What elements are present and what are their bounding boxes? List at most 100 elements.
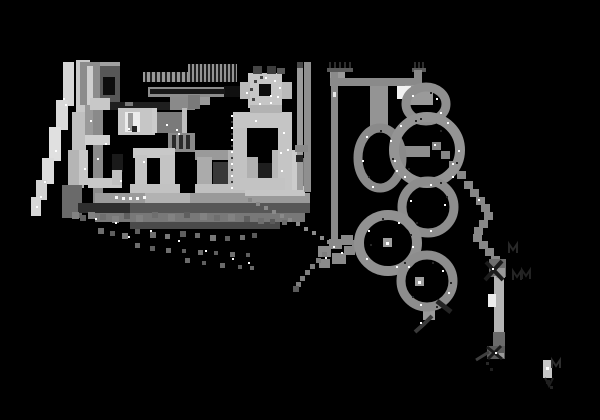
scene-dot — [214, 215, 220, 221]
scene-rect — [234, 64, 236, 82]
scene-dot — [214, 251, 218, 255]
scene-dot — [220, 89, 225, 94]
scene-rect — [130, 222, 280, 229]
scene-dot — [546, 380, 550, 384]
scene-rect — [155, 72, 157, 82]
scene-dot — [322, 252, 327, 257]
scene-dot — [416, 222, 418, 224]
scene-rect — [318, 246, 331, 257]
scene-dot — [122, 233, 128, 239]
scene-rect — [484, 212, 493, 220]
scene-rect — [90, 98, 110, 110]
scene-dot — [88, 212, 95, 219]
scene-dot — [200, 89, 205, 94]
scene-rect — [422, 62, 424, 68]
scene-line — [521, 266, 531, 279]
scene-rect — [87, 66, 93, 106]
scene-dot — [150, 230, 152, 232]
scene-dot — [150, 246, 155, 251]
scene-rect — [182, 108, 187, 133]
scene-dot — [550, 386, 553, 389]
scene-dot — [220, 263, 225, 268]
scene-dot — [120, 180, 122, 182]
scene-dot — [184, 212, 190, 218]
scene-dot — [250, 266, 254, 270]
scene-dot — [310, 264, 315, 269]
scene-dot — [386, 242, 389, 245]
scene-rect — [206, 64, 208, 82]
scene-rect — [222, 64, 224, 82]
scene-dot — [246, 92, 248, 94]
scene-dot — [190, 89, 195, 94]
scene-rect — [474, 227, 483, 235]
scene-rect — [233, 112, 292, 128]
scene-rect — [329, 239, 342, 249]
scene-dot — [272, 210, 276, 214]
scene-rect — [150, 72, 152, 82]
scene-dot — [110, 231, 115, 236]
scene-rect — [267, 66, 276, 74]
scene-dot — [440, 130, 442, 132]
scene-dot — [231, 133, 233, 135]
scene-dot — [394, 160, 396, 162]
scene-rect — [112, 170, 122, 185]
scene-dot — [420, 304, 422, 306]
scene-dot — [150, 232, 156, 238]
scene-dot — [231, 115, 233, 117]
scene-line — [413, 314, 434, 334]
scene-dot — [341, 252, 343, 254]
scene-rect — [195, 184, 245, 193]
scene-dot — [185, 89, 190, 94]
scene-dot — [136, 197, 139, 200]
scene-rect — [282, 82, 292, 99]
scene-dot — [166, 124, 168, 126]
scene-dot — [486, 362, 489, 365]
scene-rect — [226, 64, 228, 82]
scene-rect — [36, 180, 47, 200]
scene-rect — [110, 102, 172, 110]
scene-dot — [210, 235, 216, 241]
scene-dot — [420, 322, 422, 324]
scene-rect — [198, 64, 200, 82]
scene-dot — [180, 89, 185, 94]
scene-rect — [130, 184, 180, 193]
scene-rect — [179, 135, 183, 149]
scene-dot — [259, 103, 261, 105]
scene-rect — [370, 86, 388, 130]
scene-line — [435, 299, 453, 314]
scene-rect — [188, 64, 237, 82]
scene-dot — [231, 139, 233, 141]
scene-dot — [368, 176, 370, 178]
scene-dot — [230, 252, 235, 257]
scene-dot — [248, 262, 250, 264]
scene-dot — [288, 218, 292, 222]
scene-dot — [231, 121, 233, 123]
scene-dot — [238, 265, 242, 269]
scene-dot — [128, 236, 130, 238]
scene-dot — [248, 198, 252, 202]
scene-dot — [210, 89, 215, 94]
scene-dot — [105, 143, 107, 145]
scene-dot — [368, 230, 370, 232]
scene-dot — [231, 169, 233, 171]
scene-rect — [170, 72, 172, 82]
scene-dot — [168, 214, 175, 221]
scene-rect — [125, 102, 133, 106]
scene-rect — [172, 135, 176, 149]
scene-ring — [354, 210, 422, 276]
scene-rect — [297, 62, 303, 190]
scene-dot — [95, 218, 97, 220]
scene-line — [486, 344, 503, 361]
scene-dot — [434, 144, 436, 146]
scene-dot — [270, 102, 272, 104]
scene-dot — [44, 181, 46, 183]
scene-dot — [165, 89, 170, 94]
scene-rect — [441, 151, 450, 159]
scene-dot — [122, 197, 125, 200]
scene-rect — [214, 64, 216, 82]
scene-dot — [270, 219, 275, 224]
scene-dot — [195, 233, 200, 238]
scene-rect — [496, 268, 505, 278]
scene-dot — [265, 77, 267, 79]
